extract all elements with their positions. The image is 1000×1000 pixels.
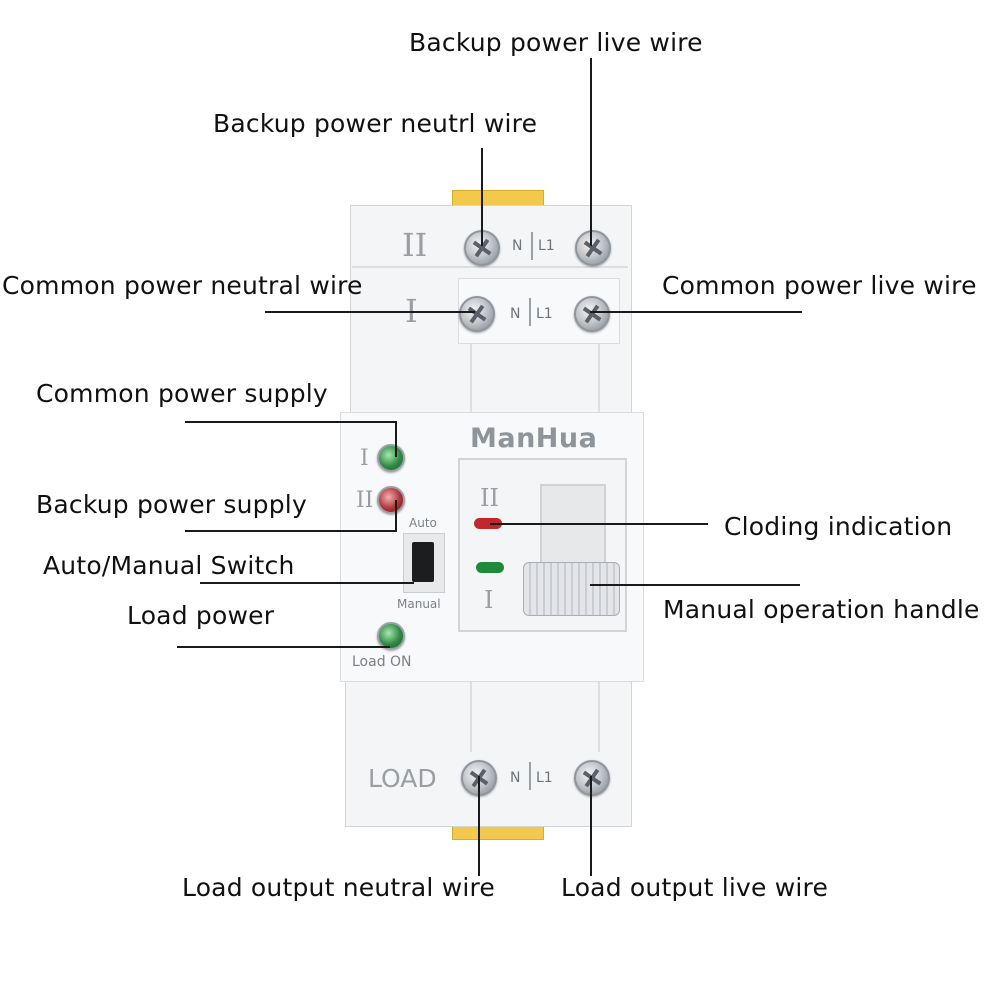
leader-closing-indication [490, 523, 708, 525]
leader-common-supply-h [185, 421, 397, 423]
leader-auto-manual [200, 582, 414, 584]
led-common-supply [377, 444, 405, 472]
leader-load-live [590, 776, 592, 876]
terminal-l1-mid: L1 [536, 306, 553, 322]
screw-common-neutral [459, 296, 495, 332]
terminal-n-top: N [512, 238, 523, 254]
body-seam-left [470, 340, 472, 415]
handle-slot [540, 484, 606, 568]
led-mark-common: I [360, 446, 369, 471]
closing-indicator-red [474, 518, 502, 529]
leader-common-supply-v [395, 421, 397, 457]
screw-load-live [574, 760, 610, 796]
terminal-l1-top: L1 [538, 238, 555, 254]
leader-backup-supply-h [185, 530, 397, 532]
leader-backup-neutral [481, 148, 483, 246]
label-manual-operation-handle: Manual operation handle [663, 595, 980, 624]
label-closing-indication: Cloding indication [724, 512, 953, 541]
load-on-label: Load ON [352, 654, 412, 670]
led-load-on [377, 622, 405, 650]
label-load-power: Load power [127, 601, 275, 630]
label-common-power-neutral-wire: Common power neutral wire [2, 271, 363, 300]
switch-label-manual: Manual [397, 597, 441, 611]
device-body-bottom [345, 680, 632, 827]
terminal-mark-load: LOAD [368, 764, 437, 793]
led-backup-supply [377, 486, 405, 514]
label-load-output-live-wire: Load output live wire [561, 873, 829, 902]
leader-common-neutral [265, 311, 475, 313]
leader-load-power [177, 646, 390, 648]
led-mark-backup: II [356, 488, 374, 513]
terminal-nl-divider-top [531, 232, 533, 260]
screw-backup-live [575, 230, 611, 266]
auto-manual-switch[interactable] [412, 542, 434, 582]
brand-logo: ManHua [470, 423, 598, 454]
terminal-divider [352, 266, 628, 268]
label-common-power-live-wire: Common power live wire [662, 271, 977, 300]
leader-backup-live [590, 58, 592, 246]
leader-load-neutral [478, 776, 480, 876]
terminal-n-mid: N [510, 306, 521, 322]
terminal-nl-divider-mid [529, 298, 531, 326]
leader-common-live [590, 311, 802, 313]
label-load-output-neutral-wire: Load output neutral wire [182, 873, 495, 902]
label-auto-manual-switch: Auto/Manual Switch [43, 551, 295, 580]
window-mark-common: I [484, 586, 494, 614]
label-common-power-supply: Common power supply [36, 379, 328, 408]
screw-common-live [574, 296, 610, 332]
terminal-n-bottom: N [510, 770, 521, 786]
switch-label-auto: Auto [409, 516, 437, 530]
label-backup-power-supply: Backup power supply [36, 490, 307, 519]
leader-manual-handle [590, 584, 800, 586]
window-mark-backup: II [480, 484, 499, 512]
terminal-mark-backup: II [402, 226, 428, 264]
label-backup-power-live-wire: Backup power live wire [409, 28, 703, 57]
body-seam-right-bottom [598, 682, 600, 752]
leader-backup-supply-v [395, 500, 397, 532]
manual-operation-handle[interactable] [523, 562, 620, 616]
terminal-nl-divider-bottom [529, 762, 531, 790]
closing-indicator-green [476, 562, 504, 573]
label-backup-power-neutral-wire: Backup power neutrl wire [213, 109, 538, 138]
body-seam-left-bottom [470, 682, 472, 752]
terminal-l1-bottom: L1 [536, 770, 553, 786]
body-seam-right [598, 340, 600, 415]
